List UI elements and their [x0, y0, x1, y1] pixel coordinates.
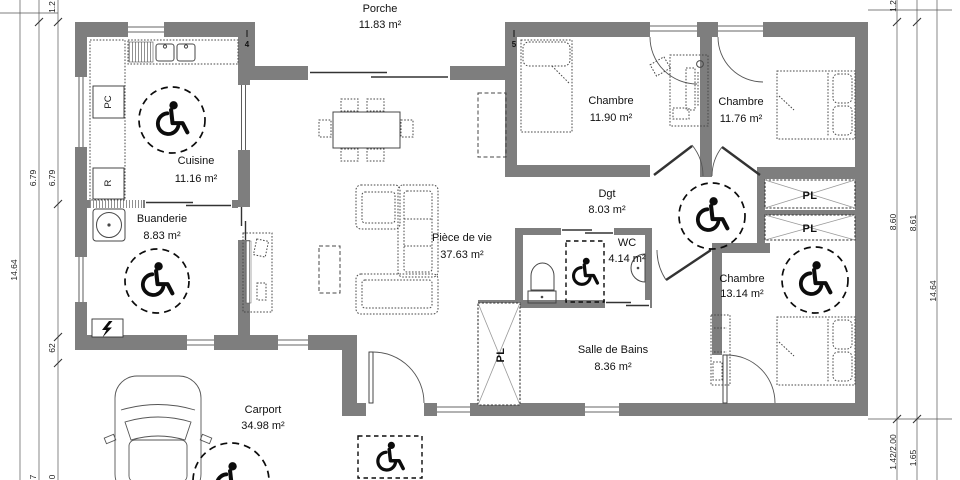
label-pc: PC: [103, 95, 114, 108]
double-bed-bottom: [776, 316, 856, 386]
car: [103, 375, 213, 480]
toilet: [527, 262, 557, 304]
label-chambre1: Chambre: [588, 95, 633, 107]
label-pl2: PL: [802, 223, 817, 235]
label-pl1: PL: [802, 190, 817, 202]
label-buanderie: Buanderie: [137, 213, 187, 225]
dim-left-top: 1.2: [47, 1, 57, 13]
closet-pl2: [764, 214, 856, 241]
closet-pl1: [764, 179, 856, 209]
wheelchair-icon: [376, 440, 405, 472]
wall-marker-5: 5: [512, 30, 517, 49]
dimension-ticks: [34, 17, 922, 424]
label-dgt: Dgt: [598, 188, 615, 200]
washbasin: [630, 253, 646, 283]
label-porche: Porche: [363, 3, 398, 15]
label-salle-de-bains: Salle de Bains: [578, 344, 649, 356]
area-salle-de-bains: 8.36 m²: [594, 361, 632, 373]
area-chambre3: 13.14 m²: [720, 288, 764, 300]
dim-left-a: 6.79: [28, 169, 38, 186]
wheelchair-icon: [217, 462, 247, 480]
sofa: [355, 184, 439, 315]
label-r: R: [103, 179, 114, 186]
kitchen-unit-r: [92, 167, 125, 200]
closet-pl3: [477, 302, 521, 406]
wall-marker-4: 4: [245, 30, 250, 49]
area-porche: 11.83 m²: [359, 19, 402, 31]
bedroom3-door-leaf: [722, 354, 728, 404]
dim-right-d: 1.65: [908, 449, 918, 466]
double-bed-top: [776, 70, 856, 140]
label-chambre2: Chambre: [718, 96, 763, 108]
single-bed: [520, 39, 573, 133]
svg-text:4: 4: [245, 40, 250, 49]
window-swing-arc: [649, 36, 698, 85]
bedroom3-cabinet: [710, 314, 731, 386]
wheelchair-icon: [698, 197, 728, 230]
dim-left-b: 6.79: [47, 169, 57, 186]
wheelchair-icon: [801, 261, 831, 294]
area-chambre2: 11.76 m²: [720, 113, 763, 125]
washing-machine: [92, 208, 126, 242]
walls: [75, 22, 868, 416]
area-piece-de-vie: 37.63 m²: [440, 249, 484, 261]
svg-text:5: 5: [512, 40, 517, 49]
coffee-table: [318, 245, 341, 294]
area-carport: 34.98 m²: [241, 420, 285, 432]
area-dgt: 8.03 m²: [588, 204, 626, 216]
dim-right-a: 8.60: [888, 213, 898, 230]
dim-left-bottom-b: 0: [47, 474, 57, 479]
entry-door-leaf: [368, 351, 374, 404]
label-wc: WC: [618, 237, 636, 249]
wall-hatch: [90, 200, 143, 208]
electrical-panel: [91, 318, 124, 338]
desk: [649, 54, 709, 127]
wheelchair-icon: [158, 101, 188, 134]
kitchen-unit-pc: [92, 85, 125, 119]
area-wc: 4.14 m²: [608, 253, 646, 265]
dim-left-c: 62: [47, 343, 57, 353]
dim-right-top: 1.2: [888, 0, 898, 12]
label-pl3: PL: [495, 347, 507, 362]
dim-left-bottom-a: 7: [28, 474, 38, 479]
room-labels: Porche 11.83 m² Cuisine 11.16 m² Buander…: [103, 3, 817, 432]
dim-right-c: 1.42/2.00: [888, 434, 898, 470]
furniture: [89, 39, 856, 480]
dim-right-total: 14.64: [928, 280, 938, 302]
lightning-bolt-icon: [102, 321, 113, 338]
wheelchair-icon: [143, 262, 173, 295]
wardrobe: [477, 92, 507, 158]
window-swing-arc: [717, 36, 764, 83]
kitchen-counter: [89, 39, 239, 201]
dim-left-total: 14.64: [9, 259, 19, 281]
openings: [75, 22, 776, 416]
accessibility-markers: [124, 86, 849, 480]
tv-unit: [242, 232, 273, 313]
bedroom3-door-arc: [726, 354, 776, 404]
label-cuisine: Cuisine: [178, 155, 215, 167]
label-piece-de-vie: Pièce de vie: [432, 232, 492, 244]
area-chambre1: 11.90 m²: [590, 112, 633, 124]
dining-table: [318, 98, 414, 162]
label-chambre3: Chambre: [719, 273, 764, 285]
area-buanderie: 8.83 m²: [143, 230, 181, 242]
label-carport: Carport: [245, 404, 282, 416]
entry-door-arc: [372, 351, 425, 404]
dim-right-b: 8.61: [908, 214, 918, 231]
area-cuisine: 11.16 m²: [175, 173, 218, 185]
wheelchair-icon: [571, 256, 600, 286]
